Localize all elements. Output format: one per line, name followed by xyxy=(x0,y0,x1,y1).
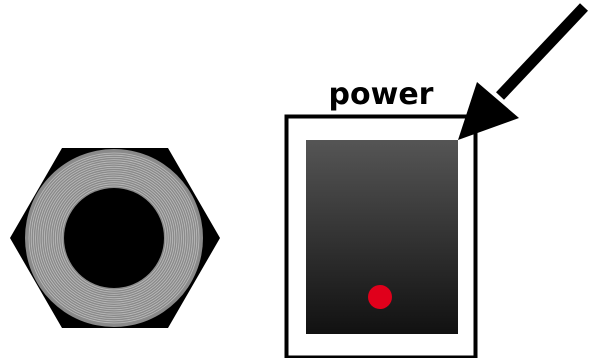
power-label: power xyxy=(329,77,434,112)
ring-groove xyxy=(50,174,178,302)
connector-ring-grooves xyxy=(28,152,200,324)
ring-groove xyxy=(39,163,189,313)
power-switch[interactable] xyxy=(284,114,478,358)
ring-groove xyxy=(28,152,200,324)
ring-groove xyxy=(52,176,176,300)
power-indicator-led xyxy=(368,285,392,309)
ring-groove xyxy=(33,156,195,319)
ring-groove xyxy=(61,185,167,291)
ring-groove xyxy=(44,167,184,308)
ring-groove xyxy=(30,154,198,322)
connector-hole xyxy=(64,188,164,288)
hex-connector-icon xyxy=(10,148,220,328)
arrow-pointer-icon xyxy=(458,3,588,140)
ring-groove xyxy=(35,159,193,317)
ring-groove xyxy=(46,170,182,306)
ring-groove xyxy=(55,178,173,297)
arrow-shaft xyxy=(496,3,588,100)
arrow-head xyxy=(458,82,519,140)
ring-groove xyxy=(57,181,171,295)
ring-groove xyxy=(59,183,169,293)
ring-groove xyxy=(37,161,191,315)
ring-groove xyxy=(41,165,187,311)
ring-groove xyxy=(48,172,180,304)
